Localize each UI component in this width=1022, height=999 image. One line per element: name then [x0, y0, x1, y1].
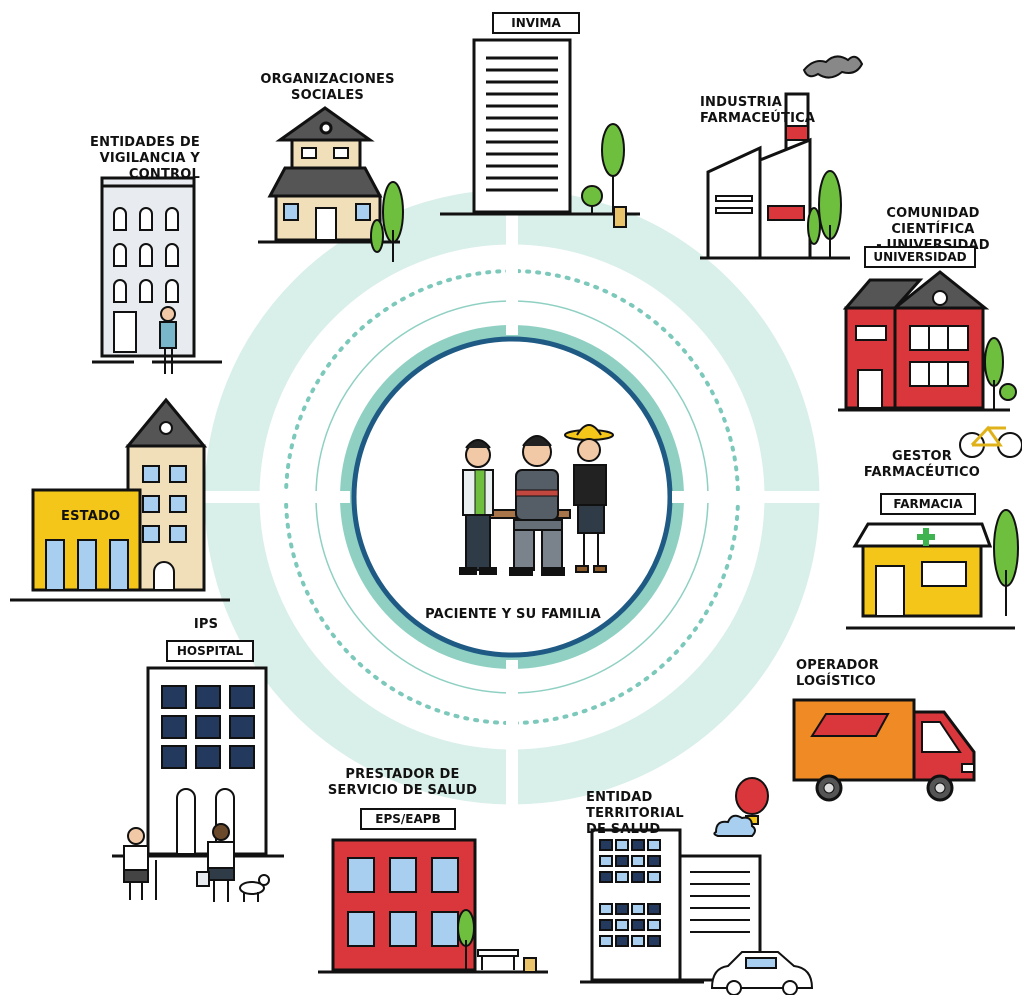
- ips-label: IPS: [193, 617, 219, 632]
- industria-label: INDUSTRIA FARMACEÚTICA: [700, 95, 830, 127]
- center-label: PACIENTE Y SU FAMILIA: [425, 607, 601, 622]
- territorial-label-line1: ENTIDAD TERRITORIAL: [586, 790, 684, 821]
- farmacia-building: [846, 509, 1019, 630]
- hospital-building: [112, 666, 284, 902]
- universidad-sign: UNIVERSIDAD: [864, 246, 976, 268]
- prestador-label: PRESTADOR DE SERVICIO DE SALUD: [325, 767, 480, 799]
- comunidad-label-line1: COMUNIDAD CIENTÍFICA: [886, 206, 980, 237]
- family-illustration: [459, 424, 614, 576]
- operador-label-line2: LOGÍSTICO: [796, 674, 876, 689]
- gestor-label: GESTOR FARMACÉUTICO: [862, 449, 982, 481]
- vigilancia-building: [92, 176, 222, 374]
- territorial-label: ENTIDAD TERRITORIAL DE SALUD: [586, 790, 746, 838]
- industria-label-line1: INDUSTRIA: [700, 95, 783, 110]
- territorial-buildings: [580, 777, 814, 996]
- organizaciones-label: ORGANIZACIONES SOCIALES: [255, 72, 400, 104]
- eps-sign: EPS/EAPB: [360, 808, 456, 830]
- operador-label-line1: OPERADOR: [796, 658, 879, 673]
- organizaciones-label-line1: ORGANIZACIONES: [260, 72, 395, 87]
- organizaciones-label-line2: SOCIALES: [291, 88, 364, 103]
- vigilancia-label: ENTIDADES DE VIGILANCIA Y CONTROL: [32, 135, 200, 183]
- organizaciones-houses: [258, 106, 404, 262]
- universidad-building: [838, 270, 1022, 458]
- gestor-label-line2: FARMACÉUTICO: [863, 465, 981, 480]
- farmacia-sign: FARMACIA: [880, 493, 976, 515]
- hospital-sign: HOSPITAL: [166, 640, 254, 662]
- prestador-label-line2: SERVICIO DE SALUD: [327, 783, 478, 798]
- estado-buildings: [10, 397, 230, 602]
- eps-building: [318, 838, 548, 974]
- estado-sign: ESTADO: [61, 509, 121, 524]
- industria-factory: [700, 55, 864, 260]
- industria-label-line2: FARMACEÚTICA: [700, 111, 816, 126]
- vigilancia-label-line1: ENTIDADES DE: [90, 135, 200, 150]
- territorial-label-line2: DE SALUD: [586, 822, 661, 837]
- gestor-label-line1: GESTOR: [891, 449, 953, 464]
- invima-building: [440, 38, 640, 228]
- operador-truck: [792, 698, 976, 802]
- central-rings: [195, 180, 832, 820]
- vigilancia-label-line2: VIGILANCIA Y CONTROL: [99, 151, 200, 182]
- operador-label: OPERADOR LOGÍSTICO: [796, 658, 906, 690]
- prestador-label-line1: PRESTADOR DE: [345, 767, 460, 782]
- invima-sign: INVIMA: [492, 12, 580, 34]
